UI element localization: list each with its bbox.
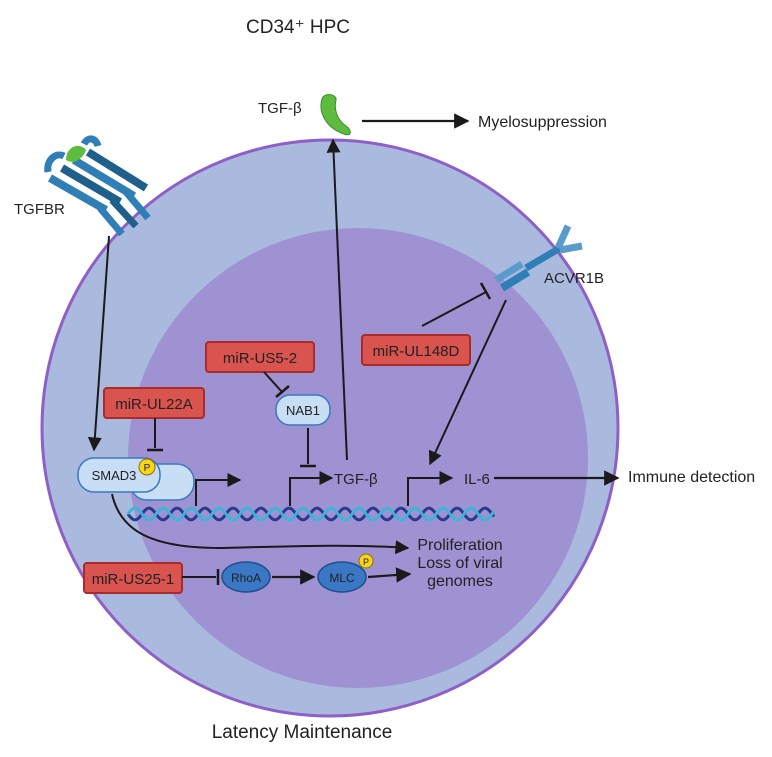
nucleus [128, 228, 588, 688]
acvr1b-receptor-icon [494, 224, 583, 292]
mirna-ul148d-box [361, 334, 471, 366]
rhoa-protein [221, 561, 271, 593]
inhibit-line-ul148d [421, 291, 487, 327]
tgf-beta-ligand-icon [320, 94, 351, 136]
tgfbr-receptor-icon [44, 135, 151, 237]
genomes-label: genomes [427, 573, 493, 590]
mirna-us5-2-label: miR-US5-2 [223, 350, 297, 367]
arrow-smad3-to-proliferation [111, 493, 410, 555]
arrow-mlc-to-proliferation [367, 567, 412, 583]
tgf-beta-out-label: TGF-β [258, 100, 302, 117]
promoter-arrow-tgfb [289, 471, 334, 506]
promoter-arrow-il6 [407, 471, 454, 506]
mirna-ul22a-label: miR-UL22A [115, 396, 193, 413]
rhoa-label: RhoA [231, 571, 261, 585]
myelosuppression-label: Myelosuppression [478, 114, 607, 131]
immune-detection-label: Immune detection [628, 469, 755, 486]
inhibit-bar-us5-2 [275, 385, 290, 398]
smad3-phospho-badge [138, 458, 156, 476]
arrow-tgfb-secretion [326, 138, 348, 461]
smad3-phospho-label: P [144, 463, 151, 474]
mlc-protein [317, 561, 367, 593]
nab1-protein [275, 394, 331, 426]
inhibit-line-us5-2 [263, 371, 283, 393]
footer-label: Latency Maintenance [212, 722, 393, 743]
arrow-acvr1b-to-il6 [428, 299, 507, 466]
promoter-arrow-1 [195, 473, 242, 506]
smad3-label: SMAD3 [92, 468, 137, 483]
nab1-label: NAB1 [286, 403, 320, 418]
page-title: CD34⁺ HPC [246, 17, 350, 38]
mirna-ul148d-label: miR-UL148D [373, 343, 460, 360]
tgf-beta-gene-label: TGF-β [334, 471, 378, 488]
mlc-phospho-badge [358, 553, 374, 569]
loss-viral-label: Loss of viral [417, 555, 502, 572]
il6-label: IL-6 [464, 471, 490, 488]
tgfbr-label: TGFBR [14, 201, 65, 218]
mlc-phospho-label: P [363, 557, 369, 567]
mirna-us25-1-label: miR-US25-1 [92, 571, 175, 588]
mlc-label: MLC [329, 571, 355, 585]
arrow-tgfbr-to-smad3 [87, 235, 110, 452]
acvr1b-label: ACVR1B [544, 270, 604, 287]
dna-helix [126, 506, 496, 522]
inhibit-bar-ul148d [479, 282, 492, 300]
mirna-us5-2-box [205, 341, 315, 373]
proliferation-label: Proliferation [417, 537, 502, 554]
